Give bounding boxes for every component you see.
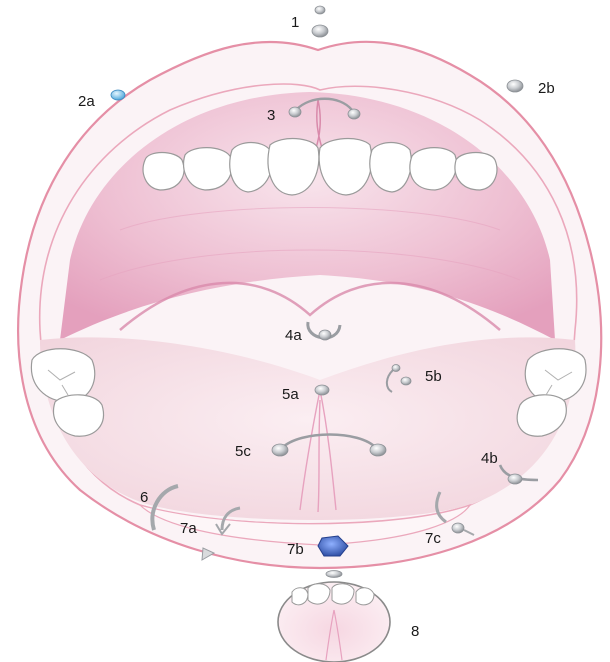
piercing-2b-stud — [507, 80, 523, 92]
piercing-7c-ball — [452, 523, 464, 533]
label-5b: 5b — [425, 368, 442, 385]
piercing-5b-ball-bottom — [401, 377, 411, 385]
label-2b: 2b — [538, 80, 555, 97]
piercing-4b-ball — [508, 474, 522, 484]
piercing-1-top-ball — [315, 6, 325, 14]
piercing-5c-ball-left — [272, 444, 288, 456]
label-5a: 5a — [282, 386, 299, 403]
piercing-4a-ball — [319, 330, 331, 340]
label-4b: 4b — [481, 450, 498, 467]
label-8: 8 — [411, 623, 419, 640]
piercing-2a-gem — [111, 90, 125, 100]
label-6: 6 — [140, 489, 148, 506]
label-1: 1 — [291, 14, 299, 31]
label-7b: 7b — [287, 541, 304, 558]
label-7c: 7c — [425, 530, 441, 547]
label-4a: 4a — [285, 327, 302, 344]
piercing-1-bottom-ball — [312, 25, 328, 37]
piercing-3-ball-left — [289, 107, 301, 117]
piercing-7b-back — [326, 571, 342, 578]
piercing-5b-ball-top — [392, 365, 400, 372]
piercing-3-ball-right — [348, 109, 360, 119]
label-3: 3 — [267, 107, 275, 124]
label-2a: 2a — [78, 93, 95, 110]
piercing-5c-ball-right — [370, 444, 386, 456]
label-5c: 5c — [235, 443, 251, 460]
label-7a: 7a — [180, 520, 197, 537]
piercing-5a-stud — [315, 385, 329, 395]
